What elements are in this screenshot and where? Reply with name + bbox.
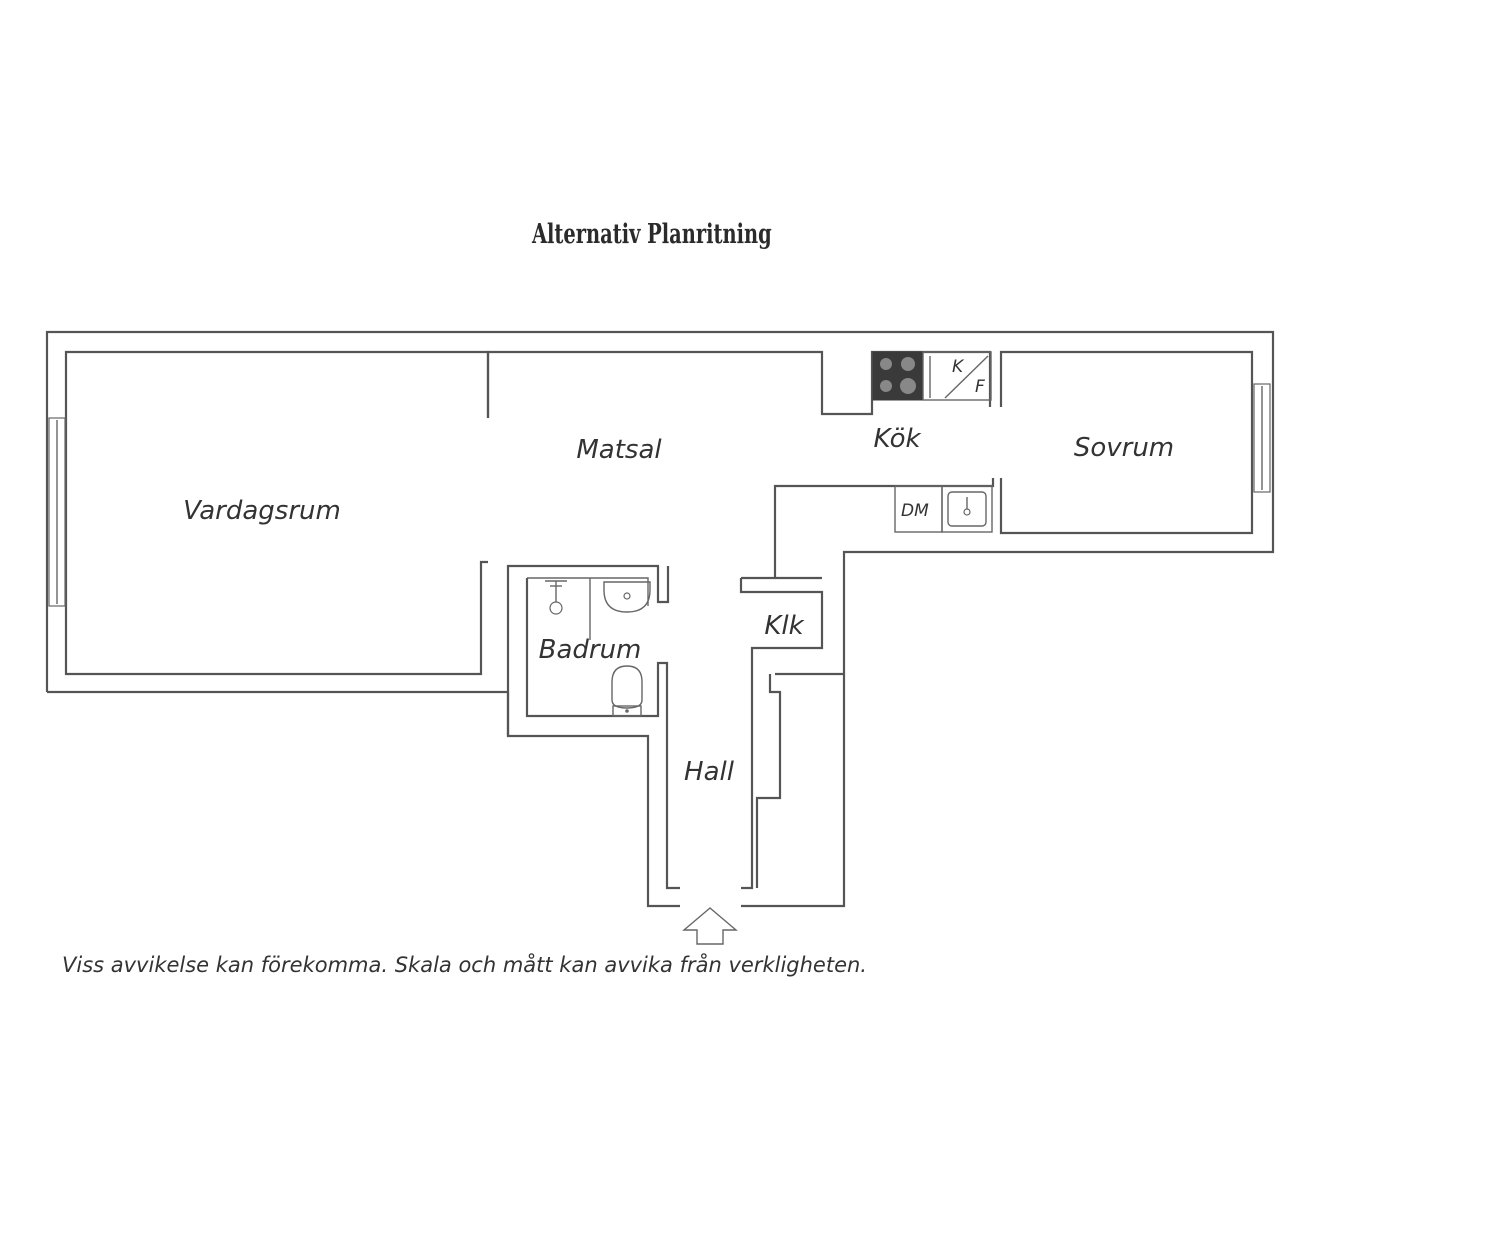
bathroom-top-inner <box>527 577 649 606</box>
hall-left-wall <box>665 736 680 890</box>
toilet-icon <box>611 665 643 717</box>
closet-walls <box>739 578 824 890</box>
bathroom-walls <box>506 564 670 736</box>
room-label-vardagsrum: Vardagsrum <box>183 496 341 526</box>
dishwasher-label: DM <box>901 501 929 521</box>
freezer-label: F <box>975 377 985 397</box>
window-right <box>1253 383 1271 493</box>
room-label-klk: Klk <box>764 611 804 641</box>
plan-title: Alternativ Planritning <box>531 218 772 250</box>
bedroom-walls <box>999 350 1254 535</box>
room-label-hall: Hall <box>684 757 735 787</box>
bathroom-inner-walls <box>525 578 669 736</box>
outer-walls <box>45 330 1275 908</box>
room-label-badrum: Badrum <box>539 635 642 665</box>
shower-icon <box>545 580 567 615</box>
room-label-sovrum: Sovrum <box>1074 433 1174 463</box>
hall-step-wall <box>755 674 782 888</box>
disclaimer-text: Viss avvikelse kan förekomma. Skala och … <box>62 952 867 977</box>
room-label-matsal: Matsal <box>576 435 662 465</box>
entrance-arrow-icon <box>682 907 738 945</box>
stove-icon <box>872 351 924 401</box>
room-label-kok: Kök <box>873 424 921 454</box>
window-left <box>48 417 66 607</box>
kitchen-sink-icon <box>941 485 993 533</box>
fridge-freezer-icon <box>922 351 992 401</box>
kitchen-counter-wall <box>773 478 995 578</box>
washbasin-icon <box>603 581 651 613</box>
fridge-label: K <box>952 357 965 377</box>
